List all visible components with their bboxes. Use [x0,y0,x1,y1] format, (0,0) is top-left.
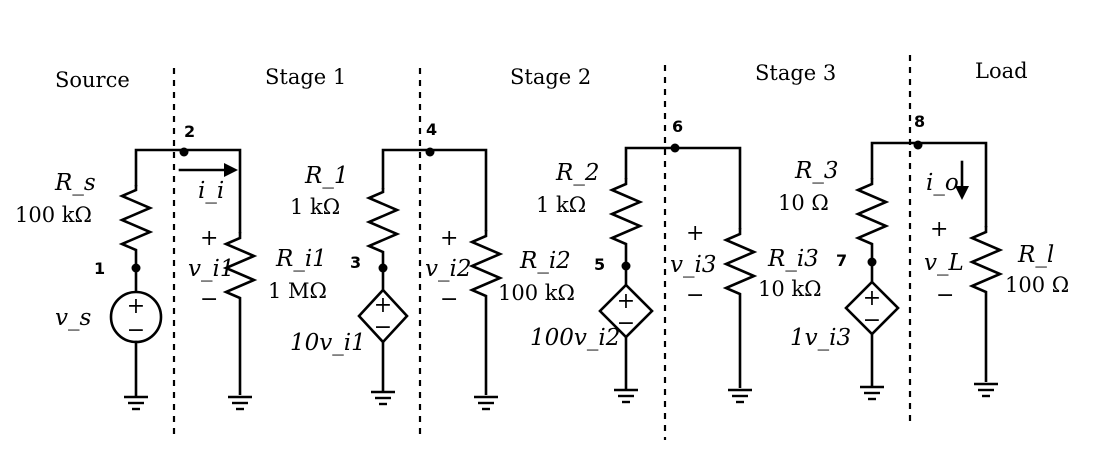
stage2-top-wire [624,146,742,230]
vl-plus-sign: + [930,217,948,242]
ground-icon [974,382,998,398]
resistor-ri1 [222,232,258,395]
rs-value: 100 kΩ [15,203,92,227]
vs-label: v_s [55,305,91,331]
source-section: + − 2 1 R_s 100 kΩ v_s [15,122,242,411]
rs-label: R_s [54,170,96,196]
node-4-dot [425,147,435,157]
rl-value: 100 Ω [1005,273,1069,297]
load-section: i_o + v_L − R_l 100 Ω [924,160,1069,398]
ground-icon [860,385,884,401]
node-2-label: 2 [184,122,195,141]
vi2-label: v_i2 [425,256,471,282]
stage3-top-wire [870,141,988,228]
dep3-plus-sign: + [863,286,881,311]
resistor-r3 [854,178,890,262]
node-8-label: 8 [914,112,925,131]
vi1-plus-sign: + [200,226,218,251]
resistor-ri3 [722,228,758,388]
vi1-minus-sign: − [200,287,218,312]
dep2-minus-sign: − [617,311,635,336]
ground-icon [728,388,752,404]
ground-icon [228,395,252,411]
node-6-label: 6 [672,117,683,136]
stage1-top-wire [381,148,488,232]
node-7-label: 7 [836,251,847,270]
gain-2-label: 100v_i2 [530,325,620,351]
ri1-label: R_i1 [275,246,327,272]
r2-label: R_2 [555,160,599,186]
dep3-minus-sign: − [863,308,881,333]
resistor-r1 [365,188,401,268]
section-header-stage-1: Stage 1 [265,65,346,89]
stage-1-section: i_i + v_i1 − R_i1 1 MΩ 3 + − R_1 1 kΩ 10… [178,120,488,411]
section-header-stage-3: Stage 3 [755,61,836,85]
ri3-label: R_i3 [767,246,819,272]
r3-value: 10 Ω [778,191,829,215]
dep1-minus-sign: − [374,315,392,340]
ground-icon [474,395,498,411]
stage-2-section: + v_i2 − R_i2 100 kΩ 5 + − R_2 1 kΩ 100v… [425,117,742,411]
vi3-plus-sign: + [686,221,704,246]
rl-label: R_l [1017,242,1054,268]
node-1-label: 1 [94,259,105,278]
ri2-label: R_i2 [519,248,571,274]
source-top-wire [134,148,242,234]
io-label: i_o [926,170,959,196]
gain-1-label: 10v_i1 [290,330,366,356]
ri1-value: 1 MΩ [268,279,327,303]
ground-icon [614,388,638,404]
node-5-label: 5 [594,255,605,274]
node-3-label: 3 [350,253,361,272]
ground-icon [124,395,148,411]
vs-plus-sign: + [127,294,145,319]
section-header-stage-2: Stage 2 [510,65,591,89]
vi2-plus-sign: + [440,226,458,251]
node-2-dot [179,147,189,157]
resistor-rs [118,185,154,268]
r1-label: R_1 [304,163,348,189]
vl-label: v_L [924,250,964,276]
input-current-arrowhead [224,163,238,177]
dep2-plus-sign: + [617,289,635,314]
vs-minus-sign: − [127,318,145,343]
r1-value: 1 kΩ [290,195,340,219]
gain-3-label: 1v_i3 [790,325,851,351]
node-1-dot [131,263,141,273]
ri3-value: 10 kΩ [758,277,822,301]
node-8-dot [913,140,923,150]
ground-icon [371,390,395,406]
output-current-arrowhead [955,186,969,200]
vi2-minus-sign: − [440,287,458,312]
section-header-source: Source [55,68,130,92]
vi3-minus-sign: − [686,283,704,308]
node-4-label: 4 [426,120,437,139]
resistor-r2 [608,178,644,266]
vl-minus-sign: − [936,283,954,308]
node-6-dot [670,143,680,153]
ii-label: i_i [198,178,224,204]
section-header-load: Load [975,59,1028,83]
r2-value: 1 kΩ [536,193,586,217]
resistor-rl [968,226,1004,382]
r3-label: R_3 [794,158,838,184]
resistor-ri2 [468,230,504,395]
stage-3-section: + v_i3 − R_i3 10 kΩ 7 + − R_3 10 Ω 1v_i3… [670,112,988,404]
vi3-label: v_i3 [670,252,716,278]
ri2-value: 100 kΩ [498,281,575,305]
dep1-plus-sign: + [374,293,392,318]
